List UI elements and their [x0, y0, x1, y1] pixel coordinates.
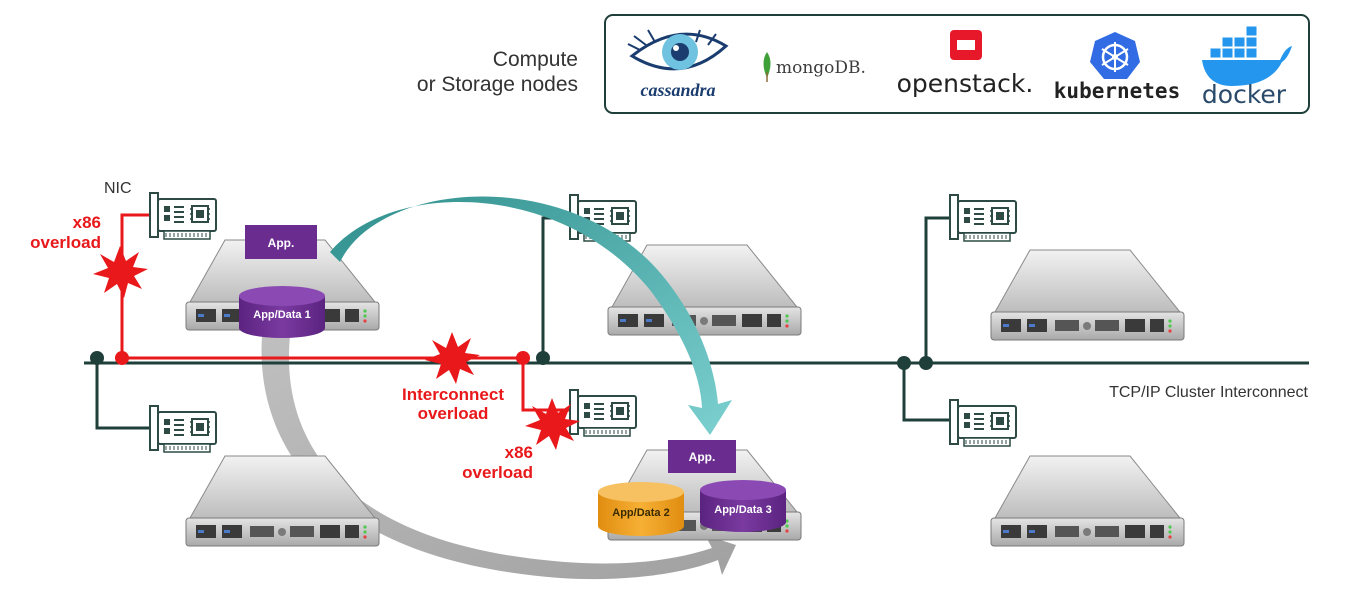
x86-overload-top-line1: x86 — [73, 213, 101, 232]
x86-overload-mid-line1: x86 — [505, 443, 533, 462]
nic-card-icon — [949, 399, 1017, 447]
overload-junctions — [115, 351, 530, 365]
cassandra-logo-text: cassandra — [640, 80, 715, 100]
nic-card-icon — [149, 405, 217, 453]
migration-arrow-gray — [261, 336, 736, 580]
openstack-logo-text: openstack. — [897, 69, 1034, 98]
app-badge-top — [245, 225, 317, 259]
docker-logo-text: docker — [1202, 80, 1287, 109]
migration-arrow-teal — [330, 196, 732, 435]
server-icon — [990, 455, 1185, 547]
nic-card-icon — [569, 389, 637, 437]
interconnect-overload-line2: overload — [418, 404, 489, 423]
db2-label: App/Data 2 — [612, 507, 669, 519]
x86-overload-top-line2: overload — [30, 233, 101, 252]
server-icon — [185, 455, 380, 547]
docker-whale-icon — [1202, 25, 1292, 86]
app-badge-bottom-label: App. — [689, 450, 716, 464]
cassandra-eye-icon — [627, 29, 729, 71]
tech-logo-box — [604, 14, 1310, 114]
burst-icon — [93, 246, 148, 298]
nodes-label-line2: or Storage nodes — [417, 73, 578, 96]
database-icon — [239, 286, 325, 338]
nic-card-icon — [149, 192, 217, 240]
interconnect-overload-line1: Interconnect — [402, 385, 504, 404]
database-icon — [700, 480, 786, 532]
nodes-label-line1: Compute — [493, 48, 578, 71]
network-junctions — [90, 351, 933, 370]
mongodb-leaf-icon — [763, 52, 771, 82]
app-badge-top-label: App. — [268, 236, 295, 250]
database-icon — [598, 482, 684, 536]
nic-card-icon — [949, 194, 1017, 242]
server-icon — [990, 249, 1185, 341]
x86-overload-mid-line2: overload — [462, 463, 533, 482]
db1-label: App/Data 1 — [253, 309, 310, 321]
kubernetes-wheel-icon — [1090, 32, 1140, 79]
burst-icon — [425, 332, 480, 384]
kubernetes-logo-text: kubernetes — [1054, 79, 1180, 103]
mongodb-logo-text: mongoDB. — [776, 58, 866, 78]
app-badge-bottom — [668, 440, 736, 473]
cluster-interconnect-label: TCP/IP Cluster Interconnect — [1109, 384, 1308, 401]
db3-label: App/Data 3 — [714, 504, 771, 516]
nic-label: NIC — [104, 180, 132, 197]
openstack-logo-icon — [950, 30, 982, 60]
